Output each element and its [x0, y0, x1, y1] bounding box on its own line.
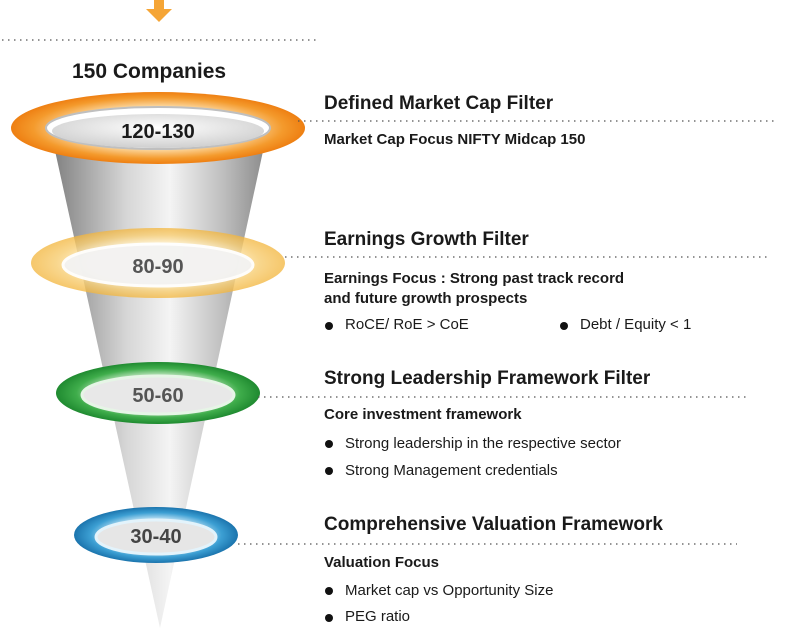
range-label-80-90: 80-90	[132, 256, 183, 278]
filter-title-leadership: Strong Leadership Framework Filter	[324, 368, 651, 389]
filter-title-earnings: Earnings Growth Filter	[324, 229, 529, 250]
bullet-dot	[325, 614, 333, 622]
down-arrow-icon	[146, 0, 172, 22]
filter-subtitle-leadership: Core investment framework	[324, 406, 522, 423]
bullet-peg-ratio: PEG ratio	[345, 608, 411, 625]
bullet-dot	[325, 322, 333, 330]
ring-80-90	[31, 228, 285, 298]
filter-subtitle-market-cap: Market Cap Focus NIFTY Midcap 150	[324, 131, 586, 148]
bullet-strong-leadership: Strong leadership in the respective sect…	[345, 435, 621, 452]
filter-subtitle-valuation: Valuation Focus	[324, 554, 440, 571]
range-label-120-130: 120-130	[121, 121, 194, 143]
filter-subtitle-earnings-line1: Earnings Focus : Strong past track recor…	[324, 270, 625, 287]
filter-title-market-cap: Defined Market Cap Filter	[324, 93, 554, 114]
bullet-dot	[325, 467, 333, 475]
companies-count-label: 150 Companies	[72, 60, 227, 83]
bullet-dot	[325, 440, 333, 448]
range-label-30-40: 30-40	[130, 526, 181, 548]
bullet-dot	[325, 587, 333, 595]
filter-subtitle-earnings-line2: and future growth prospects	[324, 290, 528, 307]
bullet-debt-equity: Debt / Equity < 1	[580, 316, 692, 333]
bullet-roce: RoCE/ RoE > CoE	[345, 316, 469, 333]
ring-30-40	[74, 507, 238, 563]
bullet-market-cap-opportunity: Market cap vs Opportunity Size	[345, 582, 554, 599]
range-label-50-60: 50-60	[132, 385, 183, 407]
bullet-management-credentials: Strong Management credentials	[345, 462, 558, 479]
ring-120-130	[11, 92, 305, 164]
filter-title-valuation: Comprehensive Valuation Framework	[324, 514, 663, 535]
bullet-dot	[560, 322, 568, 330]
ring-50-60	[56, 362, 260, 424]
